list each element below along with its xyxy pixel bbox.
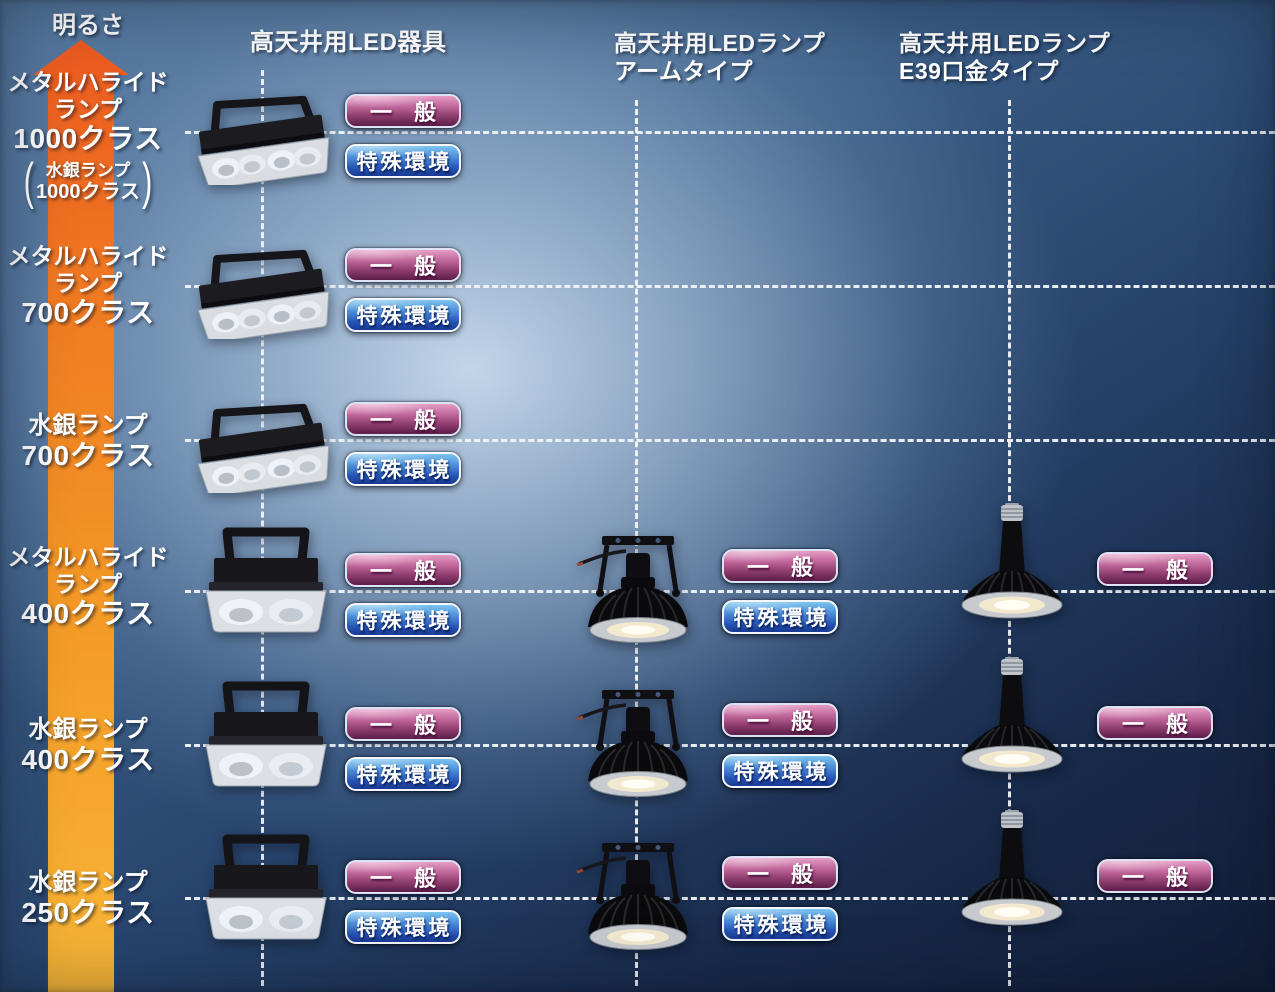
product-image-led-lamp-e39-type <box>948 503 1076 645</box>
badge-general[interactable]: 一 般 <box>345 94 461 128</box>
row-label-line: 700クラス <box>21 440 155 471</box>
row-label-line: メタルハライド <box>7 243 169 269</box>
badge-general[interactable]: 一 般 <box>722 856 838 890</box>
badge-general[interactable]: 一 般 <box>722 549 838 583</box>
column-header-fixture: 高天井用LED器具 <box>250 29 447 57</box>
badge-special-environment[interactable]: 特殊環境 <box>345 757 461 791</box>
product-image-led-lamp-e39-type <box>948 810 1076 952</box>
row-label-line: 400クラス <box>21 744 155 775</box>
badge-general[interactable]: 一 般 <box>345 553 461 587</box>
product-image-led-fixture <box>190 397 334 493</box>
row-note-mercury-1000: ( 水銀ランプ 1000クラス ) <box>6 152 170 210</box>
badge-special-environment[interactable]: 特殊環境 <box>722 600 838 634</box>
row-divider-line <box>185 439 1275 442</box>
badge-special-environment[interactable]: 特殊環境 <box>345 298 461 332</box>
row-divider-line <box>185 131 1275 134</box>
badge-general[interactable]: 一 般 <box>345 707 461 741</box>
column-header-e39: 高天井用LEDランプ E39口金タイプ <box>899 29 1110 85</box>
column-header-e39-line1: 高天井用LEDランプ <box>899 30 1111 56</box>
row-label-metal-halide-1000: メタルハライド ランプ 1000クラス ( 水銀ランプ 1000クラス ) <box>6 69 170 210</box>
row-label-line: 250クラス <box>21 897 155 928</box>
badge-special-environment[interactable]: 特殊環境 <box>345 910 461 944</box>
row-label-mercury-700: 水銀ランプ 700クラス <box>6 412 170 472</box>
row-label-line: 水銀ランプ <box>28 716 148 743</box>
product-image-led-lamp-arm-type <box>576 838 700 960</box>
row-label-line: 水銀ランプ <box>28 412 148 439</box>
row-note-line: 1000クラス <box>35 180 141 203</box>
badge-general[interactable]: 一 般 <box>345 402 461 436</box>
product-image-led-lamp-arm-type <box>576 531 700 653</box>
paren-close: ) <box>142 152 153 211</box>
product-image-led-lamp-arm-type <box>576 685 700 807</box>
badge-general[interactable]: 一 般 <box>1097 859 1213 893</box>
product-image-led-lamp-e39-type <box>948 657 1076 799</box>
badge-general[interactable]: 一 般 <box>1097 706 1213 740</box>
badge-special-environment[interactable]: 特殊環境 <box>722 754 838 788</box>
row-label-mercury-250: 水銀ランプ 250クラス <box>6 869 170 929</box>
column-header-arm: 高天井用LEDランプ アームタイプ <box>614 29 825 85</box>
row-divider-line <box>185 744 1275 747</box>
product-image-led-fixture <box>190 243 334 339</box>
row-divider-line <box>185 285 1275 288</box>
badge-general[interactable]: 一 般 <box>345 860 461 894</box>
badge-special-environment[interactable]: 特殊環境 <box>345 452 461 486</box>
row-divider-line <box>185 590 1275 593</box>
column-header-fixture-line1: 高天井用LED器具 <box>250 29 447 56</box>
row-label-metal-halide-700: メタルハライド ランプ 700クラス <box>6 243 170 329</box>
badge-general[interactable]: 一 般 <box>1097 552 1213 586</box>
row-label-line: 700クラス <box>21 297 155 328</box>
badge-general[interactable]: 一 般 <box>722 703 838 737</box>
row-label-line: 水銀ランプ <box>28 869 148 896</box>
product-image-led-fixture-bracket <box>196 674 336 792</box>
paren-open: ( <box>23 152 34 211</box>
row-label-line: 1000クラス <box>13 123 163 154</box>
brightness-arrow <box>33 40 129 992</box>
badge-general[interactable]: 一 般 <box>345 248 461 282</box>
row-label-line: ランプ <box>53 571 123 597</box>
product-image-led-fixture-bracket <box>196 827 336 945</box>
row-label-line: ランプ <box>53 96 123 122</box>
badge-special-environment[interactable]: 特殊環境 <box>345 144 461 178</box>
row-label-line: メタルハライド <box>7 544 169 570</box>
row-label-mercury-400: 水銀ランプ 400クラス <box>6 716 170 776</box>
row-label-line: ランプ <box>53 270 123 296</box>
column-header-arm-line1: 高天井用LEDランプ <box>614 30 826 56</box>
row-label-metal-halide-400: メタルハライド ランプ 400クラス <box>6 544 170 630</box>
product-image-led-fixture <box>190 89 334 185</box>
column-header-e39-line2: E39口金タイプ <box>899 58 1059 84</box>
column-header-arm-line2: アームタイプ <box>614 58 753 84</box>
badge-special-environment[interactable]: 特殊環境 <box>345 603 461 637</box>
badge-special-environment[interactable]: 特殊環境 <box>722 907 838 941</box>
row-note-line: 水銀ランプ <box>45 160 131 180</box>
product-image-led-fixture-bracket <box>196 520 336 638</box>
row-label-line: 400クラス <box>21 598 155 629</box>
row-divider-line <box>185 897 1275 900</box>
brightness-axis-label: 明るさ <box>52 12 124 39</box>
row-label-line: メタルハライド <box>7 69 169 95</box>
